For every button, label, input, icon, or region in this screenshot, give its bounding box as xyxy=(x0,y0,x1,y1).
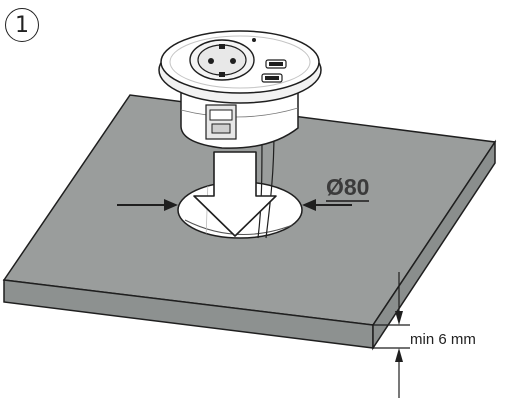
tabletop-thickness-label: min 6 mm xyxy=(410,331,476,348)
thickness-arrow-bottom xyxy=(395,348,403,362)
usb-ports xyxy=(261,59,287,83)
hole-diameter-label: Ø80 xyxy=(326,174,370,202)
insertion-arrow xyxy=(193,151,277,237)
diameter-arrow-right xyxy=(302,199,316,211)
diameter-arrows xyxy=(117,199,352,211)
step-number-badge: 1 xyxy=(5,8,39,42)
ac-outlet xyxy=(189,39,255,81)
thickness-dimension xyxy=(372,272,410,398)
diameter-arrow-left xyxy=(164,199,178,211)
step-number: 1 xyxy=(15,12,29,38)
thickness-arrow-top xyxy=(395,311,403,325)
power-socket-unit xyxy=(158,30,322,149)
status-led xyxy=(252,38,256,42)
tabletop-right-edge xyxy=(372,139,496,351)
